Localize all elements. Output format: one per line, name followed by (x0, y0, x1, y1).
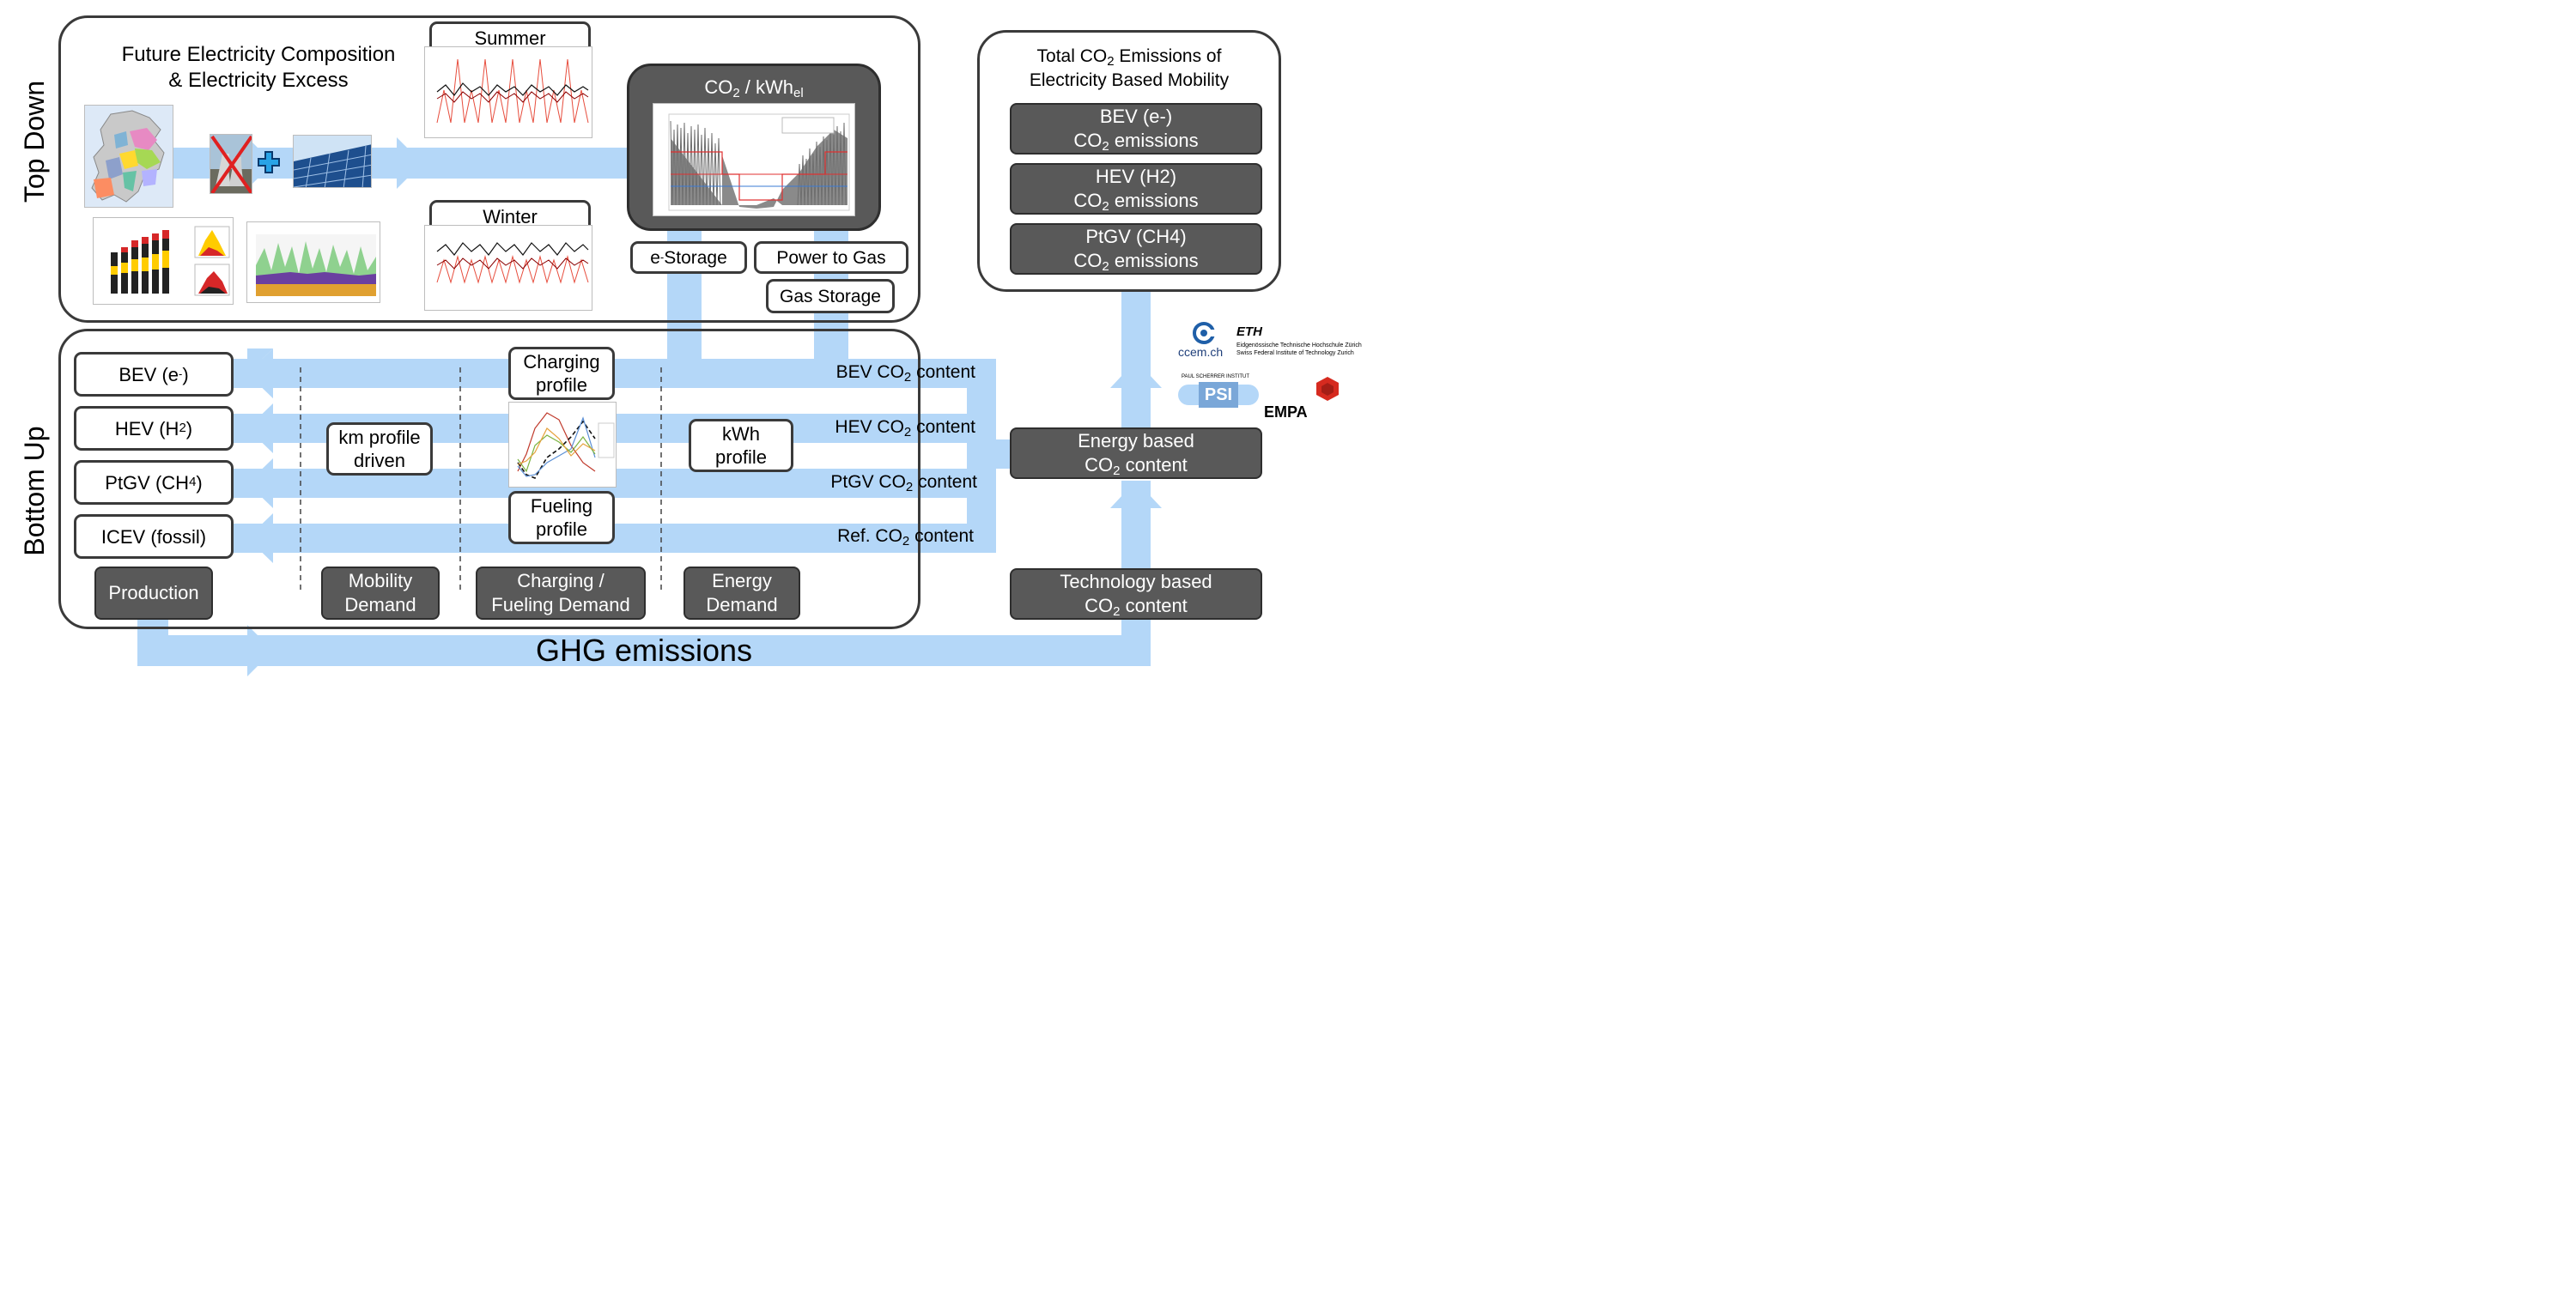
ghg-arrowhead-1 (247, 625, 273, 676)
charging-profile-chart-thumbnail (508, 402, 617, 488)
plus-icon (258, 151, 280, 173)
bev-emissions-box: BEV (e-)CO2 emissions (1010, 103, 1262, 155)
top-down-panel (58, 15, 920, 323)
energy-up-arrowhead (1110, 361, 1162, 388)
winter-profile-chart-thumbnail (424, 225, 592, 311)
ghg-up-arrowhead (1110, 481, 1162, 508)
vehicle-bev: BEV (e-) (74, 352, 234, 397)
category-production: Production (94, 567, 213, 620)
top-arrowhead-2 (397, 137, 422, 189)
total-emissions-panel (977, 30, 1281, 292)
arrowhead-bev (247, 348, 273, 398)
ptgv-emissions-box: PtGV (CH4)CO2 emissions (1010, 223, 1262, 275)
e-storage-box: e- Storage (630, 241, 747, 274)
co2-per-kwh-title: CO2 / kWhel (704, 76, 804, 100)
psi-logo-caption: PAUL SCHERRER INSTITUT (1182, 374, 1250, 379)
co2-timeseries-chart-thumbnail (653, 103, 855, 216)
empa-logo-icon (1316, 377, 1339, 401)
power-to-gas-box: Power to Gas (754, 241, 908, 274)
bottom-up-panel (58, 329, 920, 629)
bev-co2-content-label: BEV CO2 content (835, 362, 975, 385)
gas-storage-box: Gas Storage (766, 279, 895, 313)
ptgv-co2-content-label: PtGV CO2 content (830, 472, 977, 494)
diagram-canvas: Top Down Bottom Up Future Electricity Co… (0, 0, 1362, 684)
arrowhead-hev (247, 403, 273, 453)
empa-logo-text: EMPA (1264, 403, 1308, 421)
arrowhead-icev (247, 513, 273, 563)
category-charging-fueling-demand: Charging /Fueling Demand (476, 567, 646, 620)
eth-logo-subtitle: Eidgenössische Technische Hochschule Zür… (1236, 342, 1362, 356)
partner-logos: ccem.ch ETH Eidgenössische Technische Ho… (1178, 321, 1362, 429)
ccem-logo-icon (1193, 322, 1218, 344)
europe-map-icon (84, 105, 173, 208)
ref-co2-content-label: Ref. CO2 content (837, 526, 974, 548)
eth-logo-text: ETH (1236, 324, 1262, 339)
ghg-emissions-label: GHG emissions (535, 633, 753, 668)
ccem-logo-text: ccem.ch (1178, 345, 1224, 359)
hev-co2-content-label: HEV CO2 content (835, 417, 975, 439)
excess-production-chart-thumbnail (246, 221, 380, 303)
connector-horizontal (967, 439, 1012, 469)
electricity-supply-chart-thumbnail (93, 217, 234, 305)
hev-emissions-box: HEV (H2)CO2 emissions (1010, 163, 1262, 215)
psi-logo-text: PSI (1204, 385, 1233, 404)
total-emissions-title: Total CO2 Emissions of Electricity Based… (1029, 46, 1230, 90)
solar-panel-icon (293, 135, 372, 188)
dashed-separators (300, 367, 662, 594)
arrowhead-ptgv (247, 458, 273, 508)
summer-profile-chart-thumbnail (424, 46, 592, 138)
crossed-nuclear-plant-icon (210, 134, 252, 194)
vehicle-icev: ICEV (fossil) (74, 514, 234, 559)
composition-title: Future Electricity Composition & Electri… (121, 43, 396, 92)
ghg-bar (137, 635, 1151, 666)
psi-logo-block (1199, 382, 1238, 408)
